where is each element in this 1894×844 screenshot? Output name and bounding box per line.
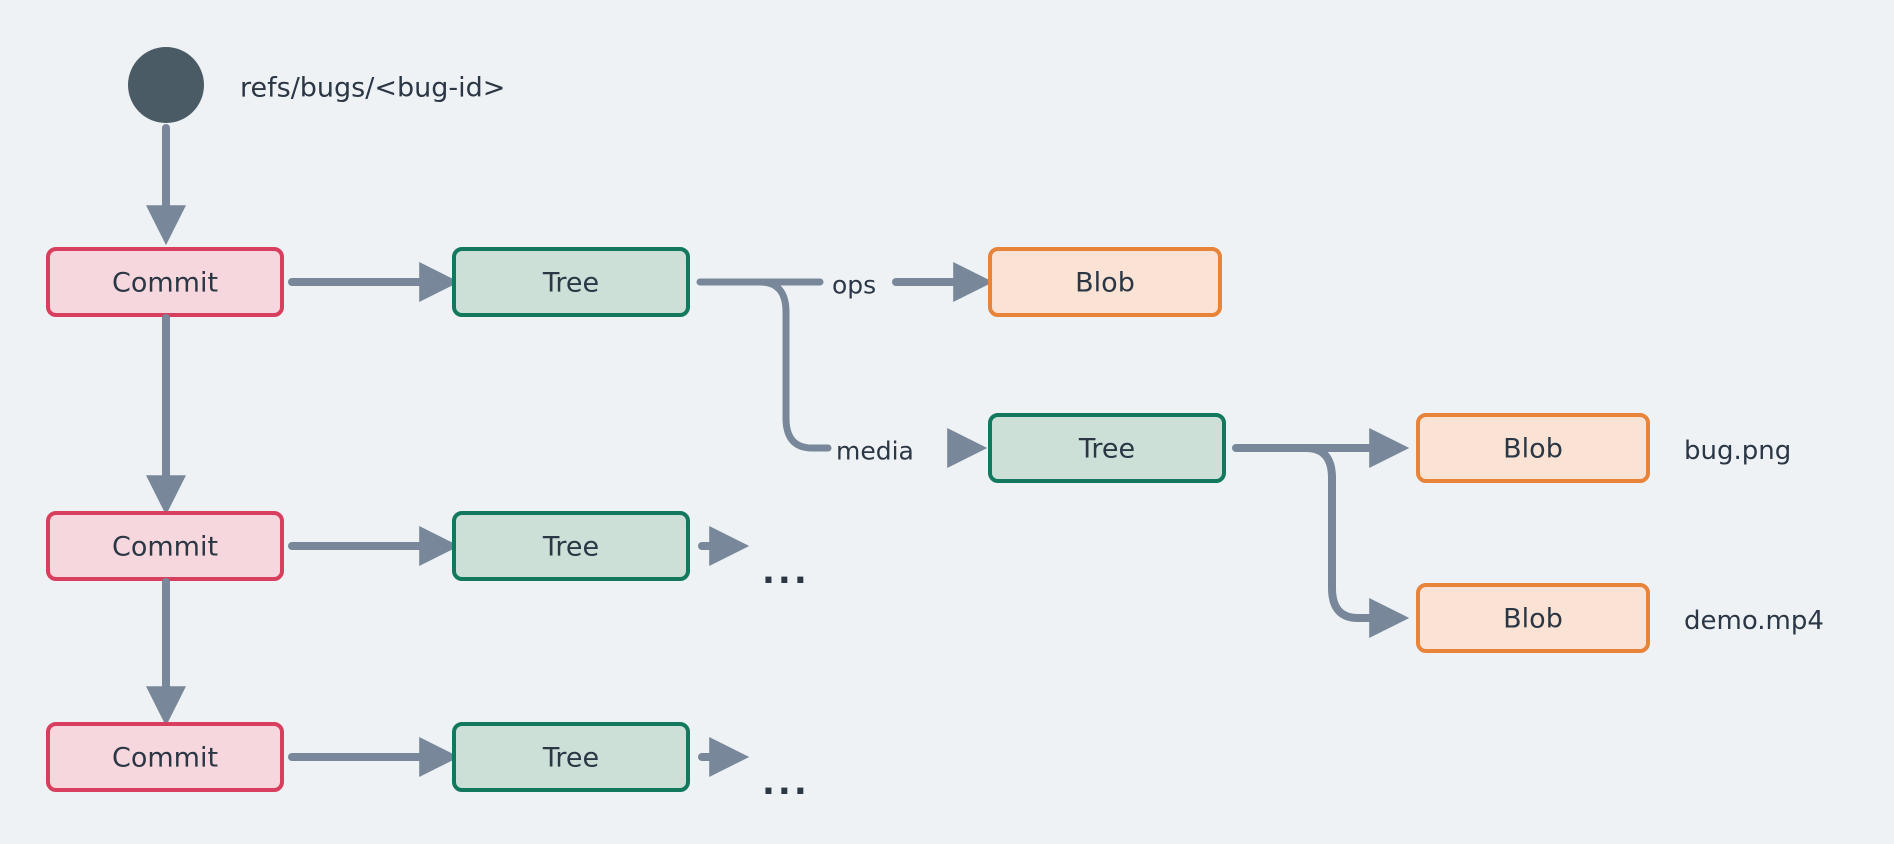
node-commit-3[interactable] <box>46 722 284 792</box>
ref-pointer-dot <box>128 47 204 123</box>
node-blob-ops-label: Blob <box>1075 268 1135 299</box>
node-blob-demo-mp4-label: Blob <box>1503 604 1563 635</box>
node-blob-bug-png[interactable] <box>1416 413 1650 483</box>
edge-label-ops: ops <box>832 271 876 300</box>
node-tree-root-1[interactable] <box>452 247 690 317</box>
file-label-bug-png: bug.png <box>1684 436 1791 466</box>
ref-label: refs/bugs/<bug-id> <box>240 73 505 104</box>
node-commit-1-label: Commit <box>112 268 218 299</box>
node-commit-2-label: Commit <box>112 532 218 563</box>
ellipsis-row-3: ... <box>762 763 810 803</box>
node-commit-3-label: Commit <box>112 743 218 774</box>
node-tree-root-2[interactable] <box>452 511 690 581</box>
node-blob-demo-mp4[interactable] <box>1416 583 1650 653</box>
node-tree-root-2-label: Tree <box>542 532 599 563</box>
node-tree-root-3[interactable] <box>452 722 690 792</box>
node-tree-root-1-label: Tree <box>542 268 599 299</box>
node-blob-ops[interactable] <box>988 247 1222 317</box>
file-label-demo-mp4: demo.mp4 <box>1684 606 1824 636</box>
edge-treemedia-to-blob-demomp4 <box>1302 444 1410 638</box>
edge-tree1-to-media-label <box>756 278 832 452</box>
ellipsis-row-2: ... <box>762 552 810 592</box>
node-tree-media-label: Tree <box>1078 434 1135 465</box>
node-tree-media[interactable] <box>988 413 1226 483</box>
edge-label-media: media <box>836 437 914 466</box>
node-tree-root-3-label: Tree <box>542 743 599 774</box>
node-blob-bug-png-label: Blob <box>1503 434 1563 465</box>
